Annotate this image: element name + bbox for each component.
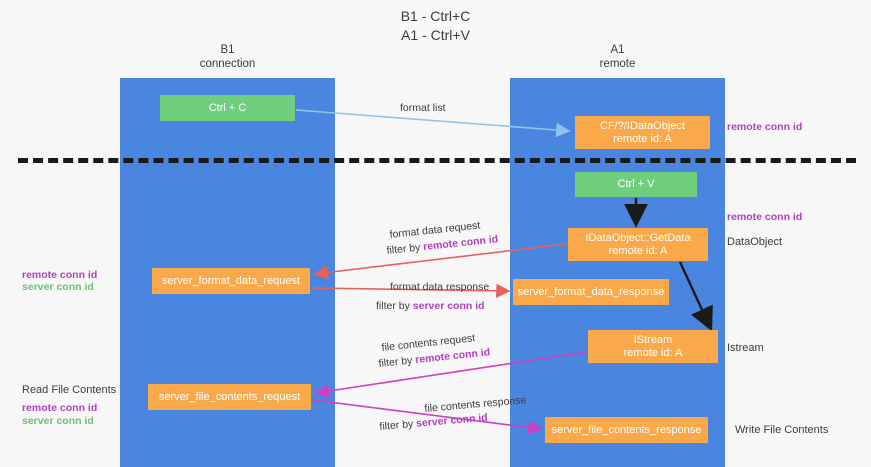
annotation-istream: Istream [727,342,764,354]
lane-header-a1-sub: remote [599,57,636,70]
lane-header-b1-sub: connection [199,57,256,70]
edge-label-file-contents-response-filter: filter by server conn id [379,412,488,433]
node-cf-idataobject-remote-id: remote id: A [613,132,672,145]
node-ctrl-v[interactable]: Ctrl + V [575,172,697,197]
node-server-format-data-response[interactable]: server_format_data_response [513,279,669,305]
node-istream[interactable]: IStream remote id: A [588,330,718,363]
filter-key-server-conn-id: server conn id [412,300,485,312]
node-cf-idataobject-label: CF/?/IDataObject [600,119,685,132]
node-server-format-data-request-label: server_format_data_request [161,274,301,287]
filter-prefix: filter by [376,300,413,312]
filter-prefix: filter by [379,417,417,433]
diagram-title: B1 - Ctrl+C A1 - Ctrl+V [0,7,871,45]
node-ctrl-c[interactable]: Ctrl + C [160,95,295,121]
node-server-format-data-response-label: server_format_data_response [517,285,665,298]
annotation-remote-conn-id-top: remote conn id [727,121,803,133]
annotation-left-server-conn-id-mid: server conn id [22,281,94,293]
edge-label-format-data-response: format data response [390,281,490,293]
node-server-file-contents-request-label: server_file_contents_request [158,390,301,403]
title-line-1: B1 - Ctrl+C [400,8,471,24]
lane-header-a1-name: A1 [610,44,625,56]
node-ctrl-c-label: Ctrl + C [208,101,247,114]
node-server-file-contents-response[interactable]: server_file_contents_response [545,417,708,443]
annotation-left-remote-conn-id-bottom: remote conn id [22,402,98,414]
node-server-file-contents-response-label: server_file_contents_response [551,423,702,436]
annotation-read-file-contents: Read File Contents [22,384,117,396]
node-idataobject-getdata-remote-id: remote id: A [608,244,668,257]
node-idataobject-getdata-label: IDataObject::GetData [585,231,691,244]
lane-header-b1-name: B1 [220,44,235,56]
filter-prefix: filter by [378,354,416,370]
node-server-format-data-request[interactable]: server_format_data_request [152,268,310,294]
node-ctrl-v-label: Ctrl + V [617,178,655,190]
edge-label-format-data-response-filter: filter by server conn id [376,300,485,312]
edge-label-format-list: format list [400,102,446,114]
title-line-2: A1 - Ctrl+V [401,27,470,43]
annotation-dataobject: DataObject [727,236,783,248]
annotation-left-remote-conn-id-mid: remote conn id [22,269,98,281]
annotation-write-file-contents: Write File Contents [735,424,829,436]
node-server-file-contents-request[interactable]: server_file_contents_request [148,384,311,410]
filter-prefix: filter by [386,241,424,257]
annotation-remote-conn-id-mid: remote conn id [727,211,803,223]
lane-header-a1: A1 remote [540,44,695,71]
phase-divider [18,158,856,163]
node-istream-label: IStream [633,333,673,346]
lane-header-b1: B1 connection [150,44,305,71]
node-istream-remote-id: remote id: A [623,346,683,359]
node-idataobject-getdata[interactable]: IDataObject::GetData remote id: A [568,228,708,261]
annotation-left-server-conn-id-bottom: server conn id [22,415,94,427]
node-cf-idataobject[interactable]: CF/?/IDataObject remote id: A [575,116,710,149]
